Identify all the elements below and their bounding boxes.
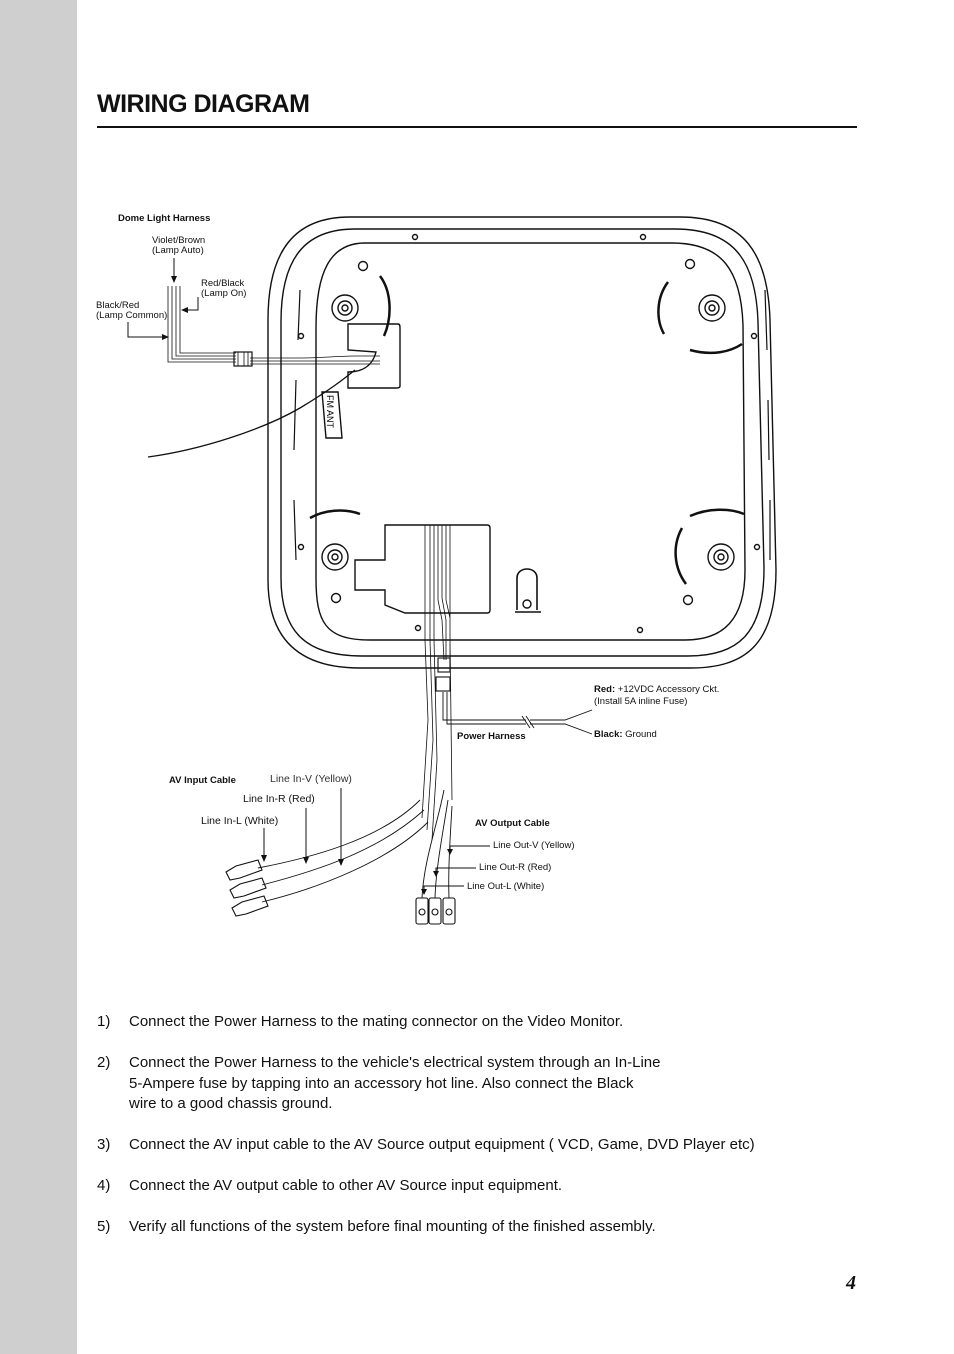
step-text: Connect the AV output cable to other AV … <box>129 1177 563 1194</box>
instruction-step: 5) Verify all functions of the system be… <box>97 1217 857 1238</box>
step-text: Connect the Power Harness to the vehicle… <box>129 1054 661 1071</box>
line-in-v-label: Line In-V (Yellow) <box>270 773 352 785</box>
power-harness-label: Power Harness <box>457 731 526 742</box>
monitor-housing-inner <box>280 228 765 657</box>
dome-light-harness-label: Dome Light Harness <box>118 213 211 224</box>
fuse-note: (Install 5A inline Fuse) <box>594 696 688 707</box>
instruction-step: 1) Connect the Power Harness to the mati… <box>97 1012 857 1033</box>
center-connector-block <box>354 524 491 614</box>
lamp-auto-label: (Lamp Auto) <box>152 245 204 256</box>
step-text: 5-Ampere fuse by tapping into an accesso… <box>129 1074 634 1092</box>
black-wire-label: Black: Ground <box>594 729 657 741</box>
monitor-back-panel <box>315 242 746 641</box>
step-text: Verify all functions of the system befor… <box>129 1218 656 1235</box>
power-harness-wires <box>442 692 526 725</box>
instruction-step: 3) Connect the AV input cable to the AV … <box>97 1135 857 1156</box>
red-wire-label: Red: +12VDC Accessory Ckt. <box>594 684 720 696</box>
step-number: 2) <box>97 1054 111 1071</box>
line-in-r-label: Line In-R (Red) <box>243 793 315 805</box>
black-key: Black: <box>594 729 623 740</box>
monitor-housing-outer <box>267 216 777 669</box>
step-text: Connect the AV input cable to the AV Sou… <box>129 1136 755 1153</box>
line-in-l-label: Line In-L (White) <box>201 815 279 827</box>
page-number: 4 <box>846 1272 856 1294</box>
step-number: 5) <box>97 1218 111 1235</box>
instruction-step: 4) Connect the AV output cable to other … <box>97 1176 857 1197</box>
fm-ant-label: FM ANT <box>325 395 335 429</box>
violet-brown-label: Violet/Brown <box>152 235 206 246</box>
red-description: +12VDC Accessory Ckt. <box>617 684 720 695</box>
dome-connector-box <box>347 323 401 389</box>
fm-antenna-wire <box>147 369 356 458</box>
av-output-cable-label: AV Output Cable <box>475 818 550 829</box>
dome-light-wires <box>167 286 236 363</box>
title-rule <box>97 126 857 128</box>
step-number: 1) <box>97 1013 111 1030</box>
page-title: WIRING DIAGRAM <box>97 90 310 118</box>
line-out-r-label: Line Out-R (Red) <box>479 862 552 873</box>
instruction-step: 2) Connect the Power Harness to the vehi… <box>97 1053 857 1115</box>
av-output-wires <box>421 789 453 899</box>
black-description: Ground <box>625 729 657 740</box>
step-text: wire to a good chassis ground. <box>129 1095 333 1112</box>
line-out-l-label: Line Out-L (White) <box>467 881 545 892</box>
red-key: Red: <box>594 684 616 695</box>
lamp-common-label: (Lamp Common) <box>96 310 168 321</box>
av-input-wires <box>257 799 429 903</box>
black-red-label: Black/Red <box>96 300 140 311</box>
step-text: Connect the Power Harness to the mating … <box>129 1013 624 1030</box>
step-number: 3) <box>97 1136 111 1153</box>
av-input-cable-label: AV Input Cable <box>169 775 236 786</box>
red-black-label: Red/Black <box>201 278 245 289</box>
step-number: 4) <box>97 1177 111 1194</box>
main-wire-bundle <box>421 525 453 841</box>
line-out-v-label: Line Out-V (Yellow) <box>493 840 575 851</box>
instruction-list: 1) Connect the Power Harness to the mati… <box>97 1012 857 1258</box>
lamp-on-label: (Lamp On) <box>201 288 247 299</box>
sidebar-band: Installation Guide <box>0 0 150 1354</box>
